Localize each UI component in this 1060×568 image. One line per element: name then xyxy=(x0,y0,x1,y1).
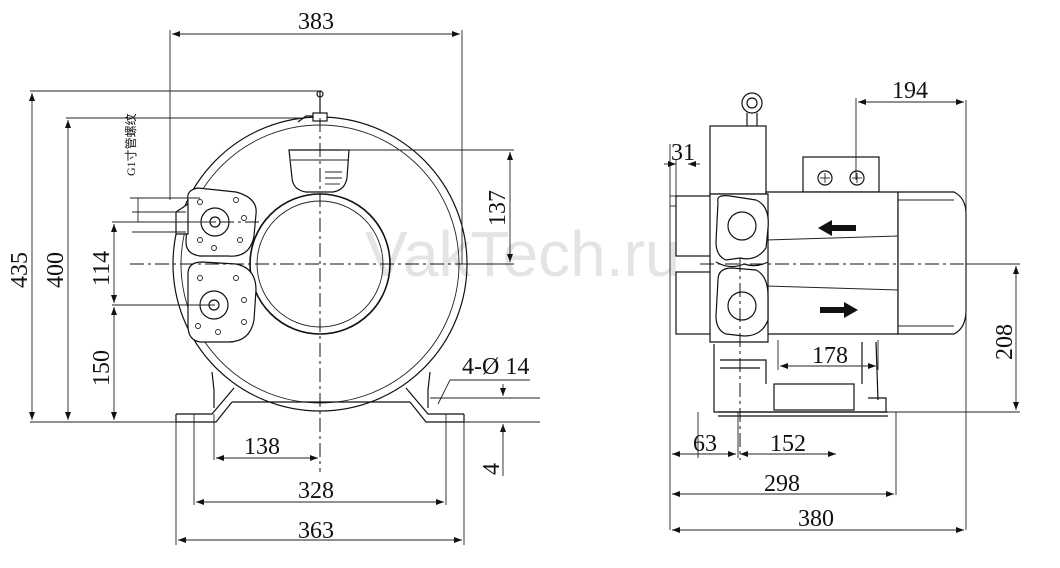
front-base xyxy=(175,387,465,423)
left-flange-upper xyxy=(675,195,713,257)
motor-end-cap xyxy=(897,191,967,335)
dim-380: 380 xyxy=(798,506,834,532)
front-view: 383 435 400 114 150 137 138 328 363 4 4-… xyxy=(7,9,540,545)
left-flange-lower xyxy=(675,271,713,335)
dim-328: 328 xyxy=(298,478,334,504)
dim-178: 178 xyxy=(812,343,848,369)
side-base-block xyxy=(773,383,855,411)
dim-383: 383 xyxy=(298,9,334,35)
dim-4: 4 xyxy=(479,463,505,475)
dim-208: 208 xyxy=(992,324,1018,360)
dim-152: 152 xyxy=(770,431,806,457)
lifting-eye xyxy=(741,92,763,114)
flow-arrow-left xyxy=(818,220,856,236)
terminal-box xyxy=(288,149,350,193)
dim-114: 114 xyxy=(89,251,115,286)
side-view: 194 31 178 208 63 152 298 380 xyxy=(664,78,1020,533)
dim-63: 63 xyxy=(693,431,717,457)
dim-138: 138 xyxy=(244,434,280,460)
hole-spec: 4-Ø 14 xyxy=(462,354,529,380)
upper-housing xyxy=(709,125,767,195)
dim-435: 435 xyxy=(7,252,33,288)
dim-137: 137 xyxy=(485,190,511,226)
dim-298: 298 xyxy=(764,471,800,497)
dim-194: 194 xyxy=(892,78,928,104)
dim-31: 31 xyxy=(671,140,695,166)
pipe-thread-label: G1寸管螺纹 xyxy=(123,113,138,176)
side-terminal-box xyxy=(802,156,880,193)
dim-363: 363 xyxy=(298,518,334,544)
dim-150: 150 xyxy=(89,350,115,386)
dim-400: 400 xyxy=(43,252,69,288)
lower-port-flange xyxy=(187,261,257,343)
watermark: VakTech.ru xyxy=(365,218,680,290)
flow-arrow-right xyxy=(820,302,858,318)
